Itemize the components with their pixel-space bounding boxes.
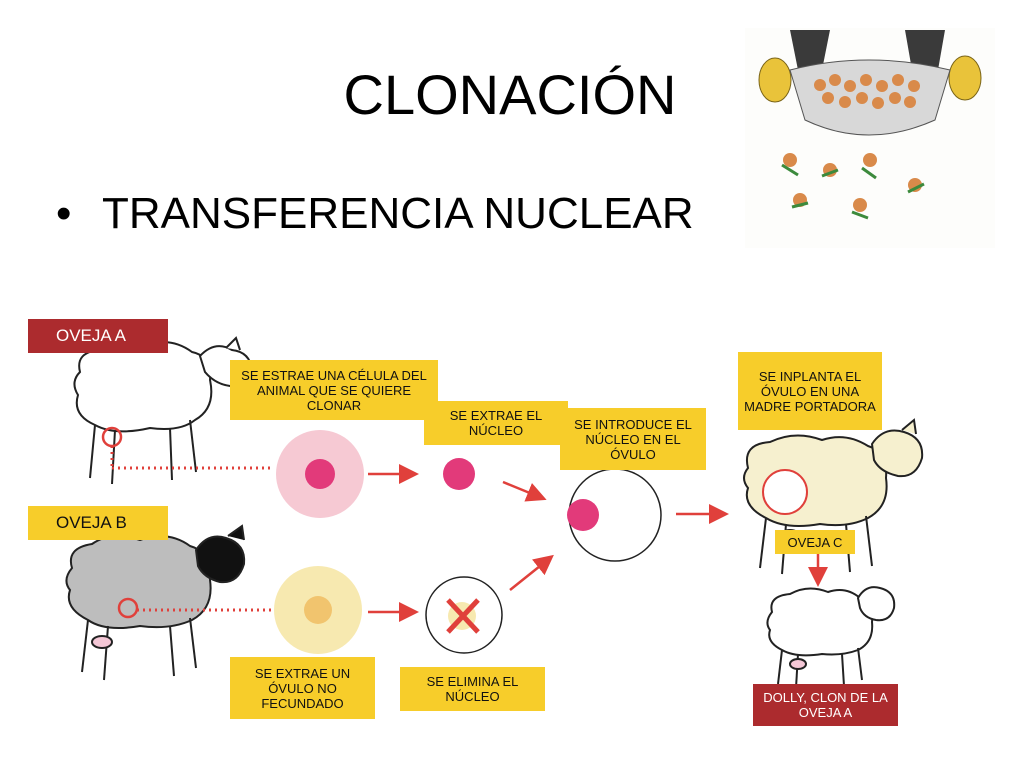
sheep-a-illustration xyxy=(73,336,254,485)
arrow-nucleus-to-ovum xyxy=(502,480,547,502)
tag-dolly: DOLLY, CLON DE LA OVEJA A xyxy=(753,684,898,726)
step-introduce-nucleus: SE INTRODUCE EL NÚCLEO EN EL ÓVULO xyxy=(560,408,706,470)
arrow-enucleated-to-ovum xyxy=(509,554,554,591)
sheep-b-illustration xyxy=(65,524,246,681)
bullet-dot: • xyxy=(56,189,72,238)
bullet-text: TRANSFERENCIA NUCLEAR xyxy=(102,189,694,238)
tag-oveja-a: OVEJA A xyxy=(28,319,168,353)
step-extract-nucleus: SE EXTRAE EL NÚCLEO xyxy=(424,401,568,445)
sheep-c-illustration xyxy=(743,418,924,575)
tag-oveja-c: OVEJA C xyxy=(775,530,855,554)
reconstructed-ovum xyxy=(567,468,662,562)
unfertilized-ovum xyxy=(274,566,362,654)
donor-cell xyxy=(276,430,364,518)
cloned-babies-illustration xyxy=(745,28,995,248)
extracted-nucleus xyxy=(443,458,475,490)
tag-oveja-b: OVEJA B xyxy=(28,506,168,540)
enucleated-ovum xyxy=(425,576,503,654)
step-extract-ovum: SE EXTRAE UN ÓVULO NO FECUNDADO xyxy=(230,657,375,719)
dolly-lamb-illustration xyxy=(766,586,896,689)
step-remove-nucleus: SE ELIMINA EL NÚCLEO xyxy=(400,667,545,711)
step-extract-cell: SE ESTRAE UNA CÉLULA DEL ANIMAL QUE SE Q… xyxy=(230,360,438,420)
step-implant: SE INPLANTA EL ÓVULO EN UNA MADRE PORTAD… xyxy=(738,352,882,430)
slide-title: CLONACIÓN xyxy=(343,63,677,126)
